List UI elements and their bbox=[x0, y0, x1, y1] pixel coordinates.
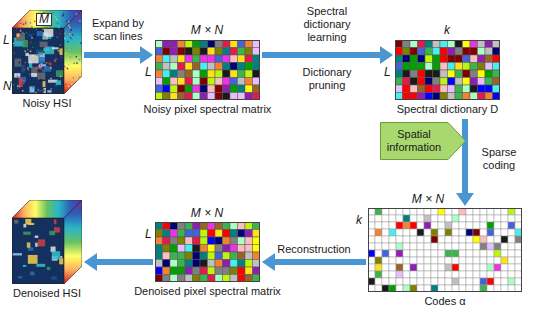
flow-arrow bbox=[262, 46, 393, 64]
dimension-label: N bbox=[3, 80, 12, 93]
edge-label: Sparse coding bbox=[474, 146, 524, 172]
pixel-matrix bbox=[395, 40, 500, 100]
node-caption: Denoised pixel spectral matrix bbox=[134, 285, 281, 298]
hsi-cube-box: Denoised HSI bbox=[12, 200, 82, 284]
flow-arrow bbox=[262, 253, 366, 271]
matrix-grid: Spectral dictionary D bbox=[395, 40, 500, 100]
flow-arrow bbox=[84, 253, 153, 271]
pixel-matrix bbox=[368, 208, 522, 292]
node-caption: Codes α bbox=[424, 295, 465, 308]
dimension-label: M × N bbox=[191, 207, 223, 220]
matrix-grid: Codes α bbox=[368, 208, 522, 292]
flow-arrow bbox=[456, 119, 474, 206]
node-caption: Noisy pixel spectral matrix bbox=[144, 103, 272, 116]
dimension-label: k bbox=[356, 214, 362, 227]
pixel-matrix bbox=[155, 222, 260, 282]
step-label: Dictionary pruning bbox=[296, 66, 358, 92]
dimension-label: L bbox=[145, 66, 152, 79]
flow-arrow bbox=[84, 46, 153, 64]
tag-arrow: Spatial information bbox=[380, 122, 466, 160]
pixel-matrix bbox=[155, 40, 260, 100]
dimension-label: L bbox=[3, 34, 10, 47]
dimension-label: L bbox=[145, 228, 152, 241]
node-caption: Denoised HSI bbox=[13, 287, 81, 300]
node-caption: Noisy HSI bbox=[23, 97, 72, 110]
matrix-grid: Denoised pixel spectral matrix bbox=[155, 222, 260, 282]
dimension-label: k bbox=[444, 24, 450, 37]
matrix-grid: Noisy pixel spectral matrix bbox=[155, 40, 260, 100]
dimension-label: M × N bbox=[412, 193, 444, 206]
dimension-label: M bbox=[36, 13, 52, 26]
edge-label: Reconstruction bbox=[277, 243, 350, 256]
node-caption: Spectral dictionary D bbox=[397, 103, 499, 116]
hsi-cube bbox=[12, 200, 82, 284]
edge-label: Expand by scan lines bbox=[84, 17, 152, 43]
dimension-label: L bbox=[384, 66, 391, 79]
tag-text: Spatial information bbox=[383, 128, 445, 154]
edge-label: Spectral dictionary learning bbox=[296, 5, 358, 44]
dimension-label: M × N bbox=[191, 24, 223, 37]
